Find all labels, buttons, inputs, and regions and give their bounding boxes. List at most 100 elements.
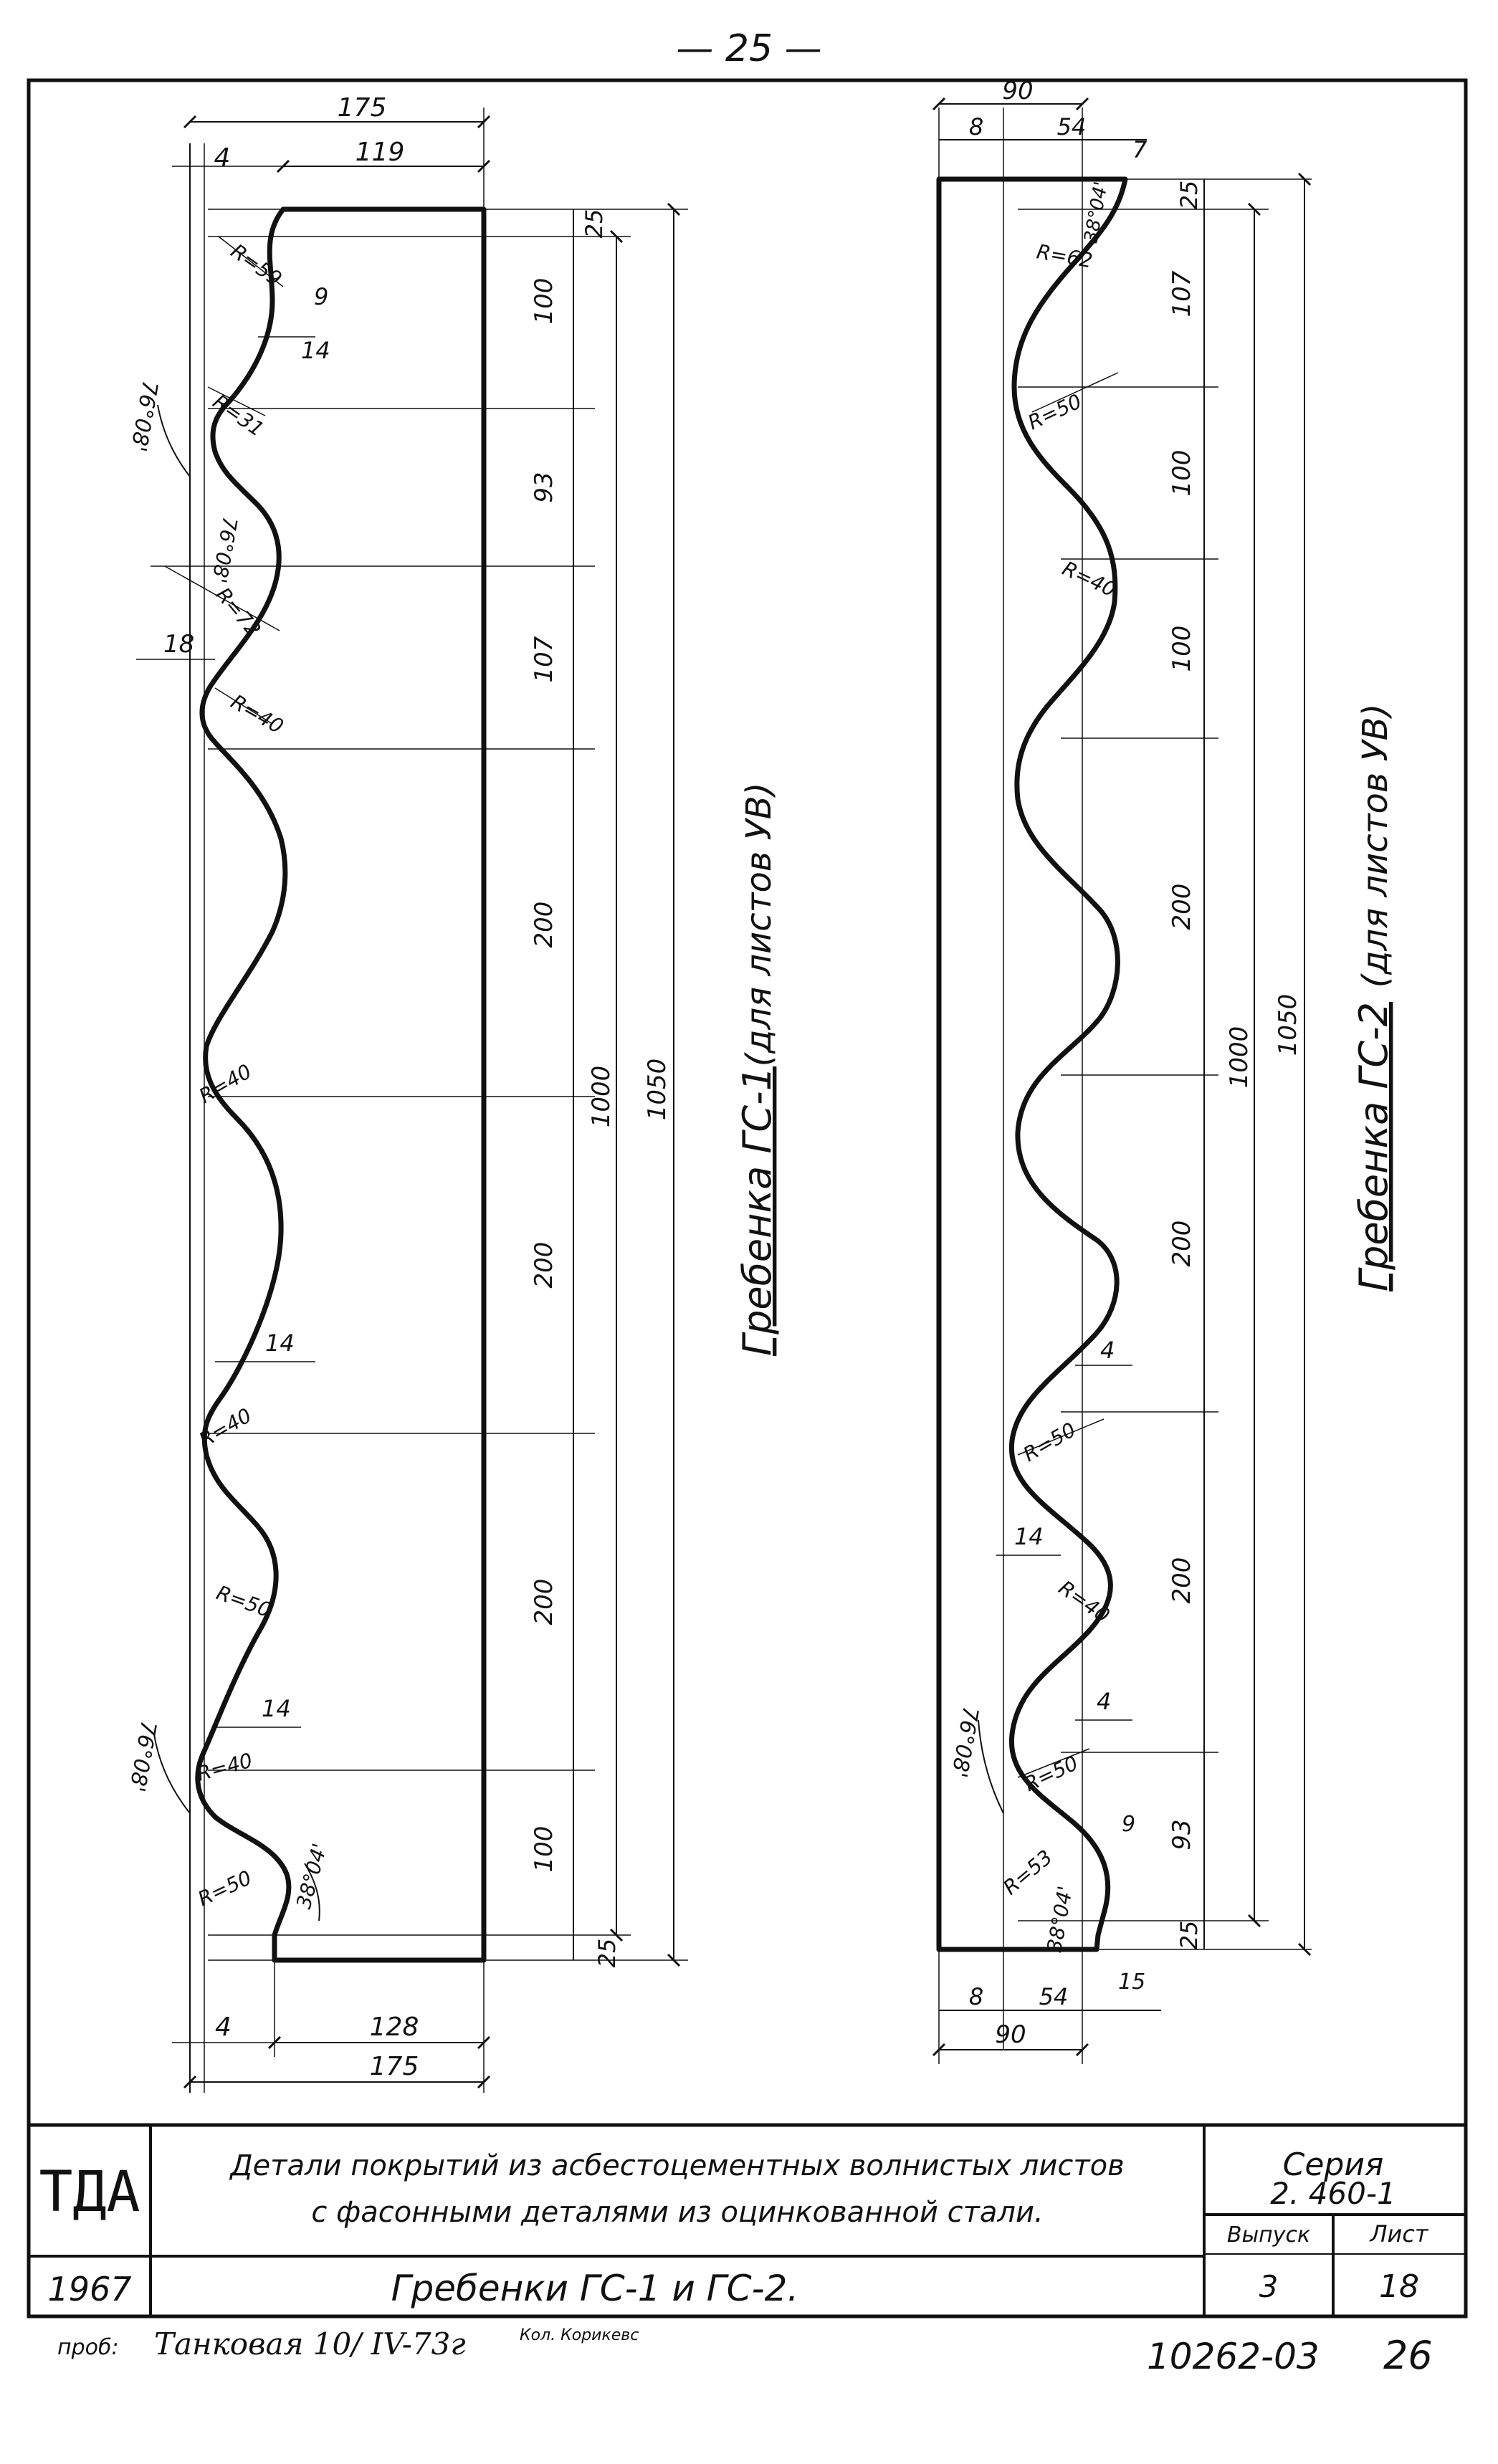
gc1-dim-175-bottom: 175 bbox=[370, 2052, 419, 2081]
gc2-title-group: Гребенка ГС-2 (для листов УВ) bbox=[1351, 704, 1396, 1291]
gc1-angle-arc-3 bbox=[153, 1734, 191, 1814]
gc2-dim-93: 93 bbox=[1168, 1819, 1196, 1850]
gc2-radius-62: R=62 bbox=[1035, 239, 1094, 272]
gc2-dim-54-bottom: 54 bbox=[1039, 1983, 1069, 2010]
gc2-dim-15: 15 bbox=[1118, 1969, 1145, 1995]
gc1-dim-100b: 100 bbox=[530, 1826, 558, 1873]
gc2-angle-bottom: 38°04' bbox=[1042, 1884, 1077, 1954]
gc1-dim-128: 128 bbox=[370, 2012, 419, 2042]
gc2-leader-1 bbox=[1031, 372, 1119, 413]
gc1-title-group: Гребенка ГС-1 (для листов УВ) bbox=[735, 783, 780, 1356]
gc1-title: Гребенка ГС-1 bbox=[735, 1066, 780, 1356]
gc1-dim-107: 107 bbox=[530, 636, 558, 682]
gc2-dim-54-top: 54 bbox=[1057, 113, 1087, 140]
gc2-angle-arc-mid bbox=[978, 1719, 1004, 1814]
series-value: 2. 460-1 bbox=[1270, 2176, 1396, 2211]
gc1-dim-4-bottom: 4 bbox=[215, 2012, 232, 2042]
series-label: Серия bbox=[1283, 2147, 1384, 2183]
gc2-leader-2 bbox=[1017, 1418, 1105, 1456]
gc1-drawing: 175 119 4 25 100 93 107 200 200 200 100 … bbox=[124, 93, 780, 2093]
stamp-note: Кол. Корикевс bbox=[520, 2326, 639, 2344]
year: 1967 bbox=[47, 2270, 131, 2308]
gc1-comb-outline bbox=[195, 206, 487, 1963]
top-page-number: — 25 — bbox=[676, 27, 821, 70]
gc1-angle-arc-4 bbox=[304, 1863, 320, 1921]
gc1-dim-25-top: 25 bbox=[581, 209, 608, 239]
gc2-angle-mid: 76°08' bbox=[946, 1705, 983, 1780]
gc1-leader-4 bbox=[214, 687, 273, 725]
gc2-dim-4b: 4 bbox=[1097, 1688, 1111, 1715]
issue-label: Выпуск bbox=[1227, 2222, 1310, 2248]
gc2-radius-53: R=53 bbox=[998, 1845, 1056, 1900]
gc2-dim-107: 107 bbox=[1168, 270, 1196, 317]
gc2-dim-200b: 200 bbox=[1168, 1221, 1196, 1267]
description-line-1: Детали покрытий из асбестоцементных волн… bbox=[229, 2149, 1124, 2182]
gc1-leader-2 bbox=[207, 386, 266, 416]
sheet-title: Гребенки ГС-1 и ГС-2. bbox=[391, 2268, 799, 2309]
gc2-dim-14: 14 bbox=[1014, 1523, 1044, 1550]
gc1-dim-93: 93 bbox=[530, 472, 558, 502]
gc2-dim-100b: 100 bbox=[1168, 626, 1196, 672]
gc1-dim-18: 18 bbox=[163, 630, 194, 659]
gc2-comb-outline bbox=[936, 176, 1128, 1952]
gc1-radius-59: R=59 bbox=[226, 239, 286, 291]
gc1-angle-3: 76°08' bbox=[124, 1719, 161, 1794]
gc1-dim-14a: 14 bbox=[301, 337, 330, 364]
gc1-leader-3 bbox=[164, 565, 280, 631]
sheet-value: 18 bbox=[1379, 2268, 1419, 2305]
gc2-dim-1050: 1050 bbox=[1274, 994, 1302, 1056]
footer: проб: Танковая 10/ IV-73г Кол. Корикевс … bbox=[57, 2326, 1433, 2378]
gc1-subtitle: (для листов УВ) bbox=[739, 783, 779, 1067]
sheet-label: Лист bbox=[1369, 2220, 1428, 2248]
gc1-dim-200a: 200 bbox=[530, 902, 558, 948]
gc1-dim-14c: 14 bbox=[262, 1695, 291, 1722]
gc1-dim-14b: 14 bbox=[265, 1329, 295, 1357]
description-line-2: с фасонными деталями из оцинкованной ста… bbox=[311, 2196, 1043, 2229]
gc1-angle-1: 76°08' bbox=[125, 379, 163, 454]
gc1-dim-200c: 200 bbox=[530, 1579, 558, 1625]
gc1-leader-1 bbox=[218, 236, 284, 287]
gc2-leader-3 bbox=[1017, 1748, 1090, 1778]
gc1-radius-50b: R=50 bbox=[194, 1866, 255, 1911]
gc2-radius-50c: R=50 bbox=[1021, 1751, 1082, 1796]
gc2-subtitle: (для листов УВ) bbox=[1355, 704, 1396, 988]
gc1-dim-200b: 200 bbox=[530, 1242, 558, 1289]
gc1-dim-9: 9 bbox=[314, 283, 328, 310]
gc2-dim-100a: 100 bbox=[1168, 450, 1196, 497]
gc1-dim-25-bottom: 25 bbox=[593, 1939, 621, 1968]
gc2-drawing: 90 8 54 7 25 107 100 100 200 200 200 93 … bbox=[932, 77, 1396, 2064]
gc2-dim-4a: 4 bbox=[1100, 1337, 1115, 1364]
gc1-angle-arc-1 bbox=[157, 404, 191, 477]
gc2-dim-7: 7 bbox=[1132, 136, 1148, 163]
gc1-dim-4-top: 4 bbox=[214, 143, 231, 173]
gc1-dim-175-top: 175 bbox=[338, 93, 387, 123]
gc1-dim-100a: 100 bbox=[530, 278, 558, 325]
gc2-dim-25-top: 25 bbox=[1175, 181, 1203, 210]
gc2-dim-1000: 1000 bbox=[1225, 1026, 1254, 1089]
gc1-radius-72: R=72 bbox=[211, 583, 266, 641]
page-number: 26 bbox=[1383, 2333, 1433, 2378]
org-name: ТДА bbox=[39, 2160, 140, 2225]
doc-number: 10262-03 bbox=[1147, 2336, 1320, 2377]
gc2-radius-40b: R=40 bbox=[1054, 1576, 1114, 1628]
gc1-dim-1050: 1050 bbox=[643, 1059, 672, 1121]
title-block: ТДА Детали покрытий из асбестоцементных … bbox=[29, 2123, 1466, 2316]
check-name: Танковая 10/ IV-73г bbox=[154, 2326, 466, 2362]
gc1-dim-1000: 1000 bbox=[587, 1066, 616, 1128]
gc2-dim-90-bottom: 90 bbox=[995, 2020, 1026, 2049]
gc2-dim-8-top: 8 bbox=[969, 113, 983, 140]
gc2-dim-200a: 200 bbox=[1168, 884, 1196, 930]
gc2-dim-9: 9 bbox=[1122, 1812, 1135, 1837]
gc1-radius-50a: R=50 bbox=[214, 1581, 275, 1623]
check-label: проб: bbox=[57, 2335, 119, 2360]
issue-value: 3 bbox=[1259, 2269, 1279, 2304]
gc1-angle-2: 76°08' bbox=[207, 515, 242, 585]
gc2-dim-25-bottom: 25 bbox=[1175, 1921, 1203, 1950]
gc2-angle-top: 38°04' bbox=[1080, 180, 1112, 244]
gc2-title: Гребенка ГС-2 bbox=[1351, 1002, 1396, 1291]
gc2-dim-200c: 200 bbox=[1168, 1557, 1196, 1604]
gc2-dim-8-bottom: 8 bbox=[969, 1983, 983, 2010]
drawing-frame bbox=[27, 78, 1468, 2319]
gc2-dim-90-top: 90 bbox=[1002, 77, 1033, 105]
